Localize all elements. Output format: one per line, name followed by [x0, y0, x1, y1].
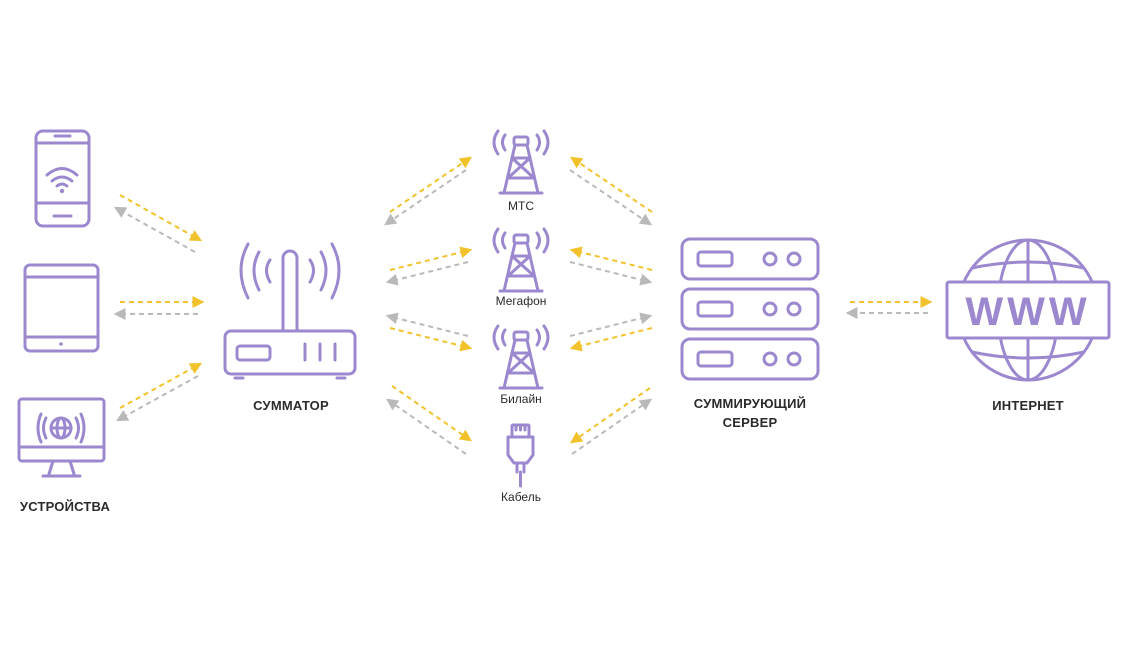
www-globe-icon: [945, 238, 1111, 382]
arrow-router-to-beeline: [389, 327, 473, 352]
router-icon: [223, 242, 357, 380]
arrow-router-to-cable: [391, 385, 472, 442]
cell-tower-icon: [492, 227, 550, 293]
arrow-phone-to-router: [119, 194, 203, 242]
label-cable: Кабель: [501, 490, 541, 504]
arrow-server-to-beeline: [569, 327, 653, 352]
label-server-line2: СЕРВЕР: [722, 415, 778, 430]
server-rack-icon: [680, 237, 820, 381]
arrow-router-to-mts: [389, 156, 472, 213]
arrow-cable-to-router: [386, 398, 467, 455]
tablet-icon: [23, 263, 100, 353]
label-internet: ИНТЕРНЕТ: [992, 398, 1064, 413]
arrow-mts-to-server: [569, 169, 652, 226]
monitor-globe-icon: [17, 397, 106, 478]
arrow-beeline-to-router: [385, 312, 469, 337]
arrow-server-to-mts: [570, 156, 653, 213]
label-combiner: СУММАТОР: [253, 398, 329, 413]
arrow-router-to-monitor: [115, 375, 199, 422]
arrow-server-to-cable: [570, 387, 651, 444]
arrow-monitor-to-router: [119, 362, 203, 409]
www-text: WWW: [965, 290, 1090, 334]
label-devices: УСТРОЙСТВА: [19, 499, 111, 514]
cell-tower-icon: [492, 324, 550, 390]
label-megafon: Мегафон: [495, 294, 547, 308]
ethernet-cable-icon: [506, 423, 535, 488]
arrow-beeline-to-server: [569, 312, 653, 337]
arrow-mts-to-router: [384, 169, 467, 226]
arrow-megafon-to-server: [569, 261, 653, 286]
arrows: [113, 156, 933, 455]
arrow-server-to-megafon: [569, 246, 653, 271]
label-mts: МТС: [508, 199, 534, 213]
arrow-cable-to-server: [571, 398, 652, 455]
label-beeline: Билайн: [500, 392, 542, 406]
smartphone-wifi-icon: [34, 129, 91, 228]
arrow-megafon-to-router: [385, 261, 469, 286]
arrow-router-to-phone: [113, 206, 196, 253]
arrow-router-to-megafon: [389, 246, 473, 271]
label-server-line1: СУММИРУЮЩИЙ: [693, 396, 807, 411]
cell-tower-icon: [492, 129, 550, 195]
